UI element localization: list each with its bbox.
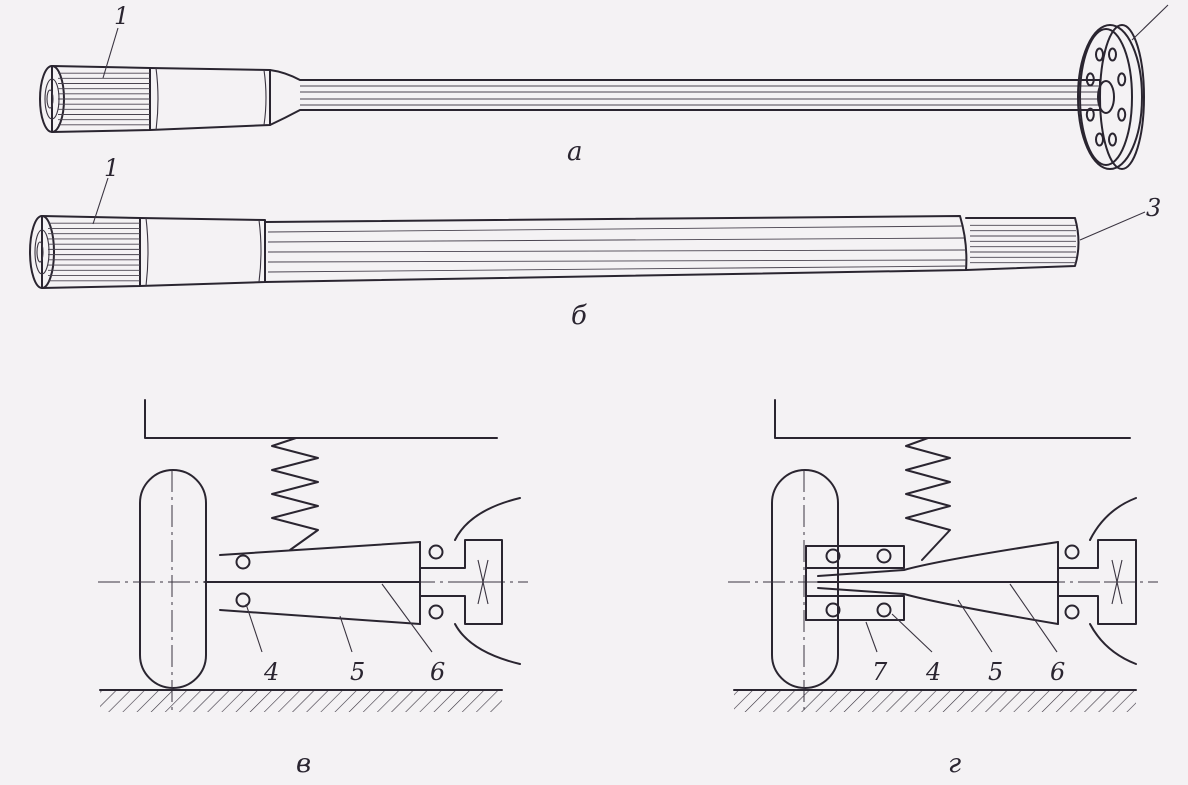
shaft-a (39, 24, 1145, 170)
scheme-g (728, 399, 1158, 712)
flange-bolt-hole (1094, 47, 1104, 62)
scheme-v (98, 399, 528, 712)
callout-v-6: 6 (430, 658, 445, 686)
caption-v: в (296, 749, 311, 779)
scheme-v-differential (419, 539, 503, 625)
callout-shaft-b-1: 1 (104, 154, 119, 182)
scheme-v-spring (271, 437, 319, 551)
scheme-g-wheel (771, 469, 839, 689)
shaft-a-flange (1077, 24, 1145, 170)
scheme-v-frame (144, 399, 498, 439)
callout-shaft-a-1: 1 (114, 2, 129, 30)
shaft-b-bearing-seat (139, 217, 266, 287)
shaft-b-outer-spline (965, 217, 1080, 271)
callout-g-4: 4 (925, 658, 941, 686)
scheme-v-ground (100, 690, 502, 712)
shaft-a-bearing-seat (149, 67, 271, 131)
callout-v-4: 4 (263, 658, 279, 686)
shaft-b-spline-end (41, 215, 141, 289)
callout-v-5: 5 (350, 658, 365, 686)
scheme-v-bearing-top (235, 554, 251, 570)
scheme-g-frame (774, 399, 1131, 439)
flange-bolt-hole (1094, 132, 1104, 147)
leader-lines (92, 4, 1169, 241)
scheme-g-differential (1057, 539, 1137, 625)
caption-g: г (948, 749, 961, 779)
shaft-b-rod (264, 215, 968, 283)
flange-bolt-hole (1108, 47, 1118, 62)
callout-shaft-b-3: 3 (1146, 194, 1161, 222)
callout-g-5: 5 (988, 658, 1003, 686)
caption-a: а (567, 137, 583, 167)
callout-g-6: 6 (1050, 658, 1065, 686)
flange-bolt-hole (1117, 72, 1127, 87)
flange-bolt-hole (1085, 72, 1095, 87)
flange-bolt-hole (1108, 132, 1118, 147)
flange-bolt-hole (1117, 107, 1127, 122)
shaft-b (29, 215, 1080, 289)
caption-b: б (571, 301, 587, 331)
scheme-g-spring (905, 437, 951, 561)
flange-bolt-hole (1085, 107, 1095, 122)
scheme-g-ground (734, 690, 1136, 712)
scheme-v-bearing-bottom (235, 592, 251, 608)
scheme-v-wheel (139, 469, 207, 689)
callout-g-7: 7 (872, 658, 888, 686)
shaft-a-rod (269, 69, 1101, 126)
